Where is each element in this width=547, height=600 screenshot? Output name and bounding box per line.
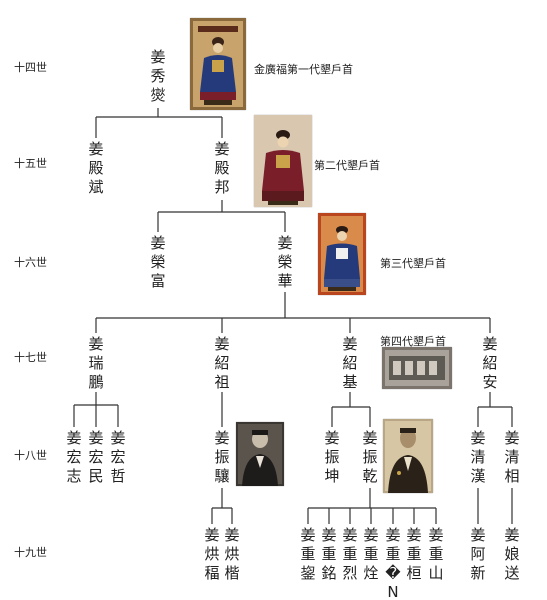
portrait-image xyxy=(318,213,366,295)
person-hongzhe: 姜宏哲 xyxy=(110,429,126,485)
person-xiuxie: 姜秀爕 xyxy=(150,48,166,104)
person-qinghan: 姜清漢 xyxy=(470,429,486,485)
photo-image xyxy=(383,419,433,493)
person-zhenqian: 姜振乾 xyxy=(362,429,378,485)
person-hongzhi: 姜宏志 xyxy=(66,429,82,485)
person-zhonglie: 姜重烈 xyxy=(342,526,358,582)
caption-fourth-reclaimer: 第四代墾戶首 xyxy=(380,335,446,348)
person-zhenxiang: 姜振驤 xyxy=(214,429,230,485)
generation-label-15: 十五世 xyxy=(14,157,47,170)
generation-label-14: 十四世 xyxy=(14,61,47,74)
photo-image xyxy=(236,422,284,486)
person-ruipeng: 姜瑞鵬 xyxy=(88,335,104,391)
person-dianbang: 姜殿邦 xyxy=(214,140,230,196)
person-axin: 姜阿新 xyxy=(470,526,486,582)
person-ronghua: 姜榮華 xyxy=(277,234,293,290)
person-rongfu: 姜榮富 xyxy=(150,234,166,290)
person-zhongyu: 姜重鋆 xyxy=(300,526,316,582)
generation-label-16: 十六世 xyxy=(14,256,47,269)
person-hongfu: 姜烘稫 xyxy=(204,526,220,582)
person-zhenkun: 姜振坤 xyxy=(324,429,340,485)
person-zhongxin: 姜重�N xyxy=(385,526,401,600)
portrait-image xyxy=(254,115,312,207)
person-shaoan: 姜紹安 xyxy=(482,335,498,391)
person-niangsong: 姜娘送 xyxy=(504,526,520,582)
person-dianbin: 姜殿斌 xyxy=(88,140,104,196)
person-zhongming: 姜重銘 xyxy=(321,526,337,582)
plaque-image xyxy=(382,347,452,389)
person-shaoji: 姜紹基 xyxy=(342,335,358,391)
person-zhongshan: 姜重山 xyxy=(428,526,444,582)
person-zhongquan: 姜重烇 xyxy=(363,526,379,582)
portrait-image xyxy=(190,18,246,110)
person-hongmin: 姜宏民 xyxy=(88,429,104,485)
caption-first-reclaimer: 金廣福第一代墾戶首 xyxy=(254,63,353,76)
generation-label-17: 十七世 xyxy=(14,351,47,364)
generation-label-18: 十八世 xyxy=(14,449,47,462)
person-qingxiang: 姜清相 xyxy=(504,429,520,485)
generation-label-19: 十九世 xyxy=(14,546,47,559)
caption-second-reclaimer: 第二代墾戶首 xyxy=(314,159,380,172)
person-shaozu: 姜紹祖 xyxy=(214,335,230,391)
person-hongjie: 姜烘楷 xyxy=(224,526,240,582)
caption-third-reclaimer: 第三代墾戶首 xyxy=(380,257,446,270)
person-zhonghuan: 姜重桓 xyxy=(406,526,422,582)
